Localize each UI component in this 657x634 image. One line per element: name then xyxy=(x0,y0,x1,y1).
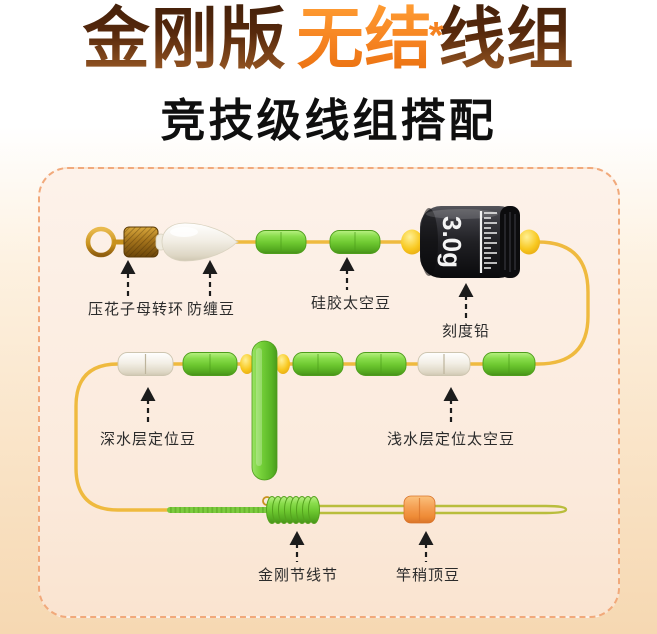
title-asterisk: * xyxy=(428,15,445,57)
label-shallow-water-bean: 浅水层定位太空豆 xyxy=(386,431,516,448)
title-highlight: 无结 xyxy=(296,2,433,77)
label-kong-knot: 金刚节线节 xyxy=(257,567,339,584)
label-silicone-space-bean: 硅胶太空豆 xyxy=(310,295,392,312)
page-title: 金刚版无结*线组 xyxy=(0,0,657,80)
label-anti-tangle-bean: 防缠豆 xyxy=(186,301,236,318)
label-rod-tip-bean: 竿稍顶豆 xyxy=(395,567,461,584)
label-swivel: 压花子母转环 xyxy=(87,301,185,318)
title-part2: 线组 xyxy=(438,2,575,77)
label-scale-lead: 刻度铅 xyxy=(441,323,491,340)
title-part1: 金刚版 xyxy=(82,2,287,77)
label-deep-water-bean: 深水层定位豆 xyxy=(99,431,197,448)
diagram-panel xyxy=(38,167,620,618)
page-subtitle: 竞技级线组搭配 xyxy=(160,95,497,146)
